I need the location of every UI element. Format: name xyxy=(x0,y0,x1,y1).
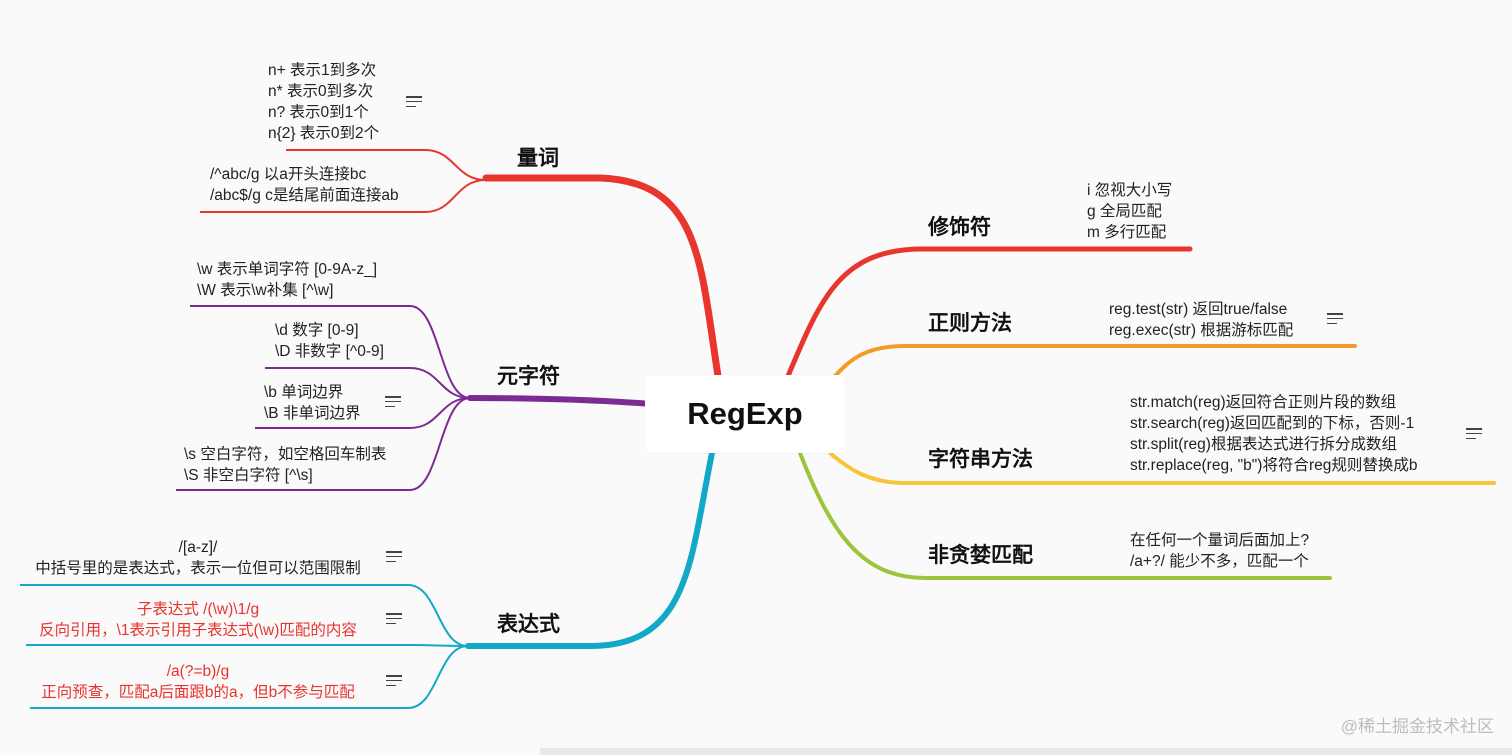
branch-zhengze[interactable]: 正则方法 xyxy=(928,312,1012,335)
connector-biaodashi-1 xyxy=(20,584,469,647)
leaf-line: n* 表示0到多次 xyxy=(268,83,374,100)
leaf-biaodashi-2[interactable]: 子表达式 /(\w)\1/g 反向引用，\1表示引用子表达式(\w)匹配的内容 xyxy=(20,599,376,641)
leaf-line: \S 非空白字符 [^\s] xyxy=(184,467,313,484)
connector-biaodashi-main xyxy=(465,450,715,649)
branch-xiushifu[interactable]: 修饰符 xyxy=(928,216,991,239)
leaf-line: \B 非单词边界 xyxy=(264,405,361,422)
leaf-line: 反向引用，\1表示引用子表达式(\w)匹配的内容 xyxy=(39,622,357,639)
branch-biaodashi[interactable]: 表达式 xyxy=(497,613,560,636)
leaf-line: str.search(reg)返回匹配到的下标，否则-1 xyxy=(1130,415,1415,432)
leaf-yuanzifu-3[interactable]: \b 单词边界 \B 非单词边界 xyxy=(264,382,360,424)
notes-icon[interactable] xyxy=(385,396,401,408)
connector-yuanzifu-2 xyxy=(265,367,471,399)
connector-feitanlan xyxy=(798,451,1332,580)
root-label: RegExp xyxy=(687,396,803,431)
leaf-line: /^abc/g 以a开头连接bc xyxy=(210,166,367,183)
leaf-biaodashi-3[interactable]: /a(?=b)/g 正向预查，匹配a后面跟b的a，但b不参与匹配 xyxy=(20,661,376,703)
connector-zhengze xyxy=(833,344,1357,378)
leaf-line: \D 非数字 [^0-9] xyxy=(275,343,384,360)
connector-yuanzifu-4 xyxy=(176,397,471,491)
leaf-line: /abc$/g c是结尾前面连接ab xyxy=(210,187,399,204)
leaf-line: str.replace(reg, "b")将符合reg规则替换成b xyxy=(1130,457,1418,474)
leaf-feitanlan-1[interactable]: 在任何一个量词后面加上? /a+?/ 能少不多，匹配一个 xyxy=(1130,530,1309,572)
notes-icon[interactable] xyxy=(1466,428,1482,440)
leaf-line: \d 数字 [0-9] xyxy=(275,322,359,339)
connector-xiushifu xyxy=(785,246,1193,379)
leaf-line: n? 表示0到1个 xyxy=(268,104,369,121)
leaf-yuanzifu-4[interactable]: \s 空白字符，如空格回车制表 \S 非空白字符 [^\s] xyxy=(184,444,386,486)
leaf-line: reg.test(str) 返回true/false xyxy=(1109,301,1288,318)
leaf-liangci-2[interactable]: /^abc/g 以a开头连接bc /abc$/g c是结尾前面连接ab xyxy=(210,164,399,206)
bottom-scrollbar[interactable] xyxy=(540,748,1512,755)
leaf-line: m 多行匹配 xyxy=(1087,224,1167,241)
leaf-line: /[a-z]/ xyxy=(178,539,218,556)
connector-biaodashi-2 xyxy=(26,644,469,647)
leaf-yuanzifu-1[interactable]: \w 表示单词字符 [0-9A-z_] \W 表示\w补集 [^\w] xyxy=(197,259,377,301)
connector-biaodashi-3 xyxy=(30,645,469,709)
leaf-line: 在任何一个量词后面加上? xyxy=(1130,532,1310,549)
leaf-line: n+ 表示1到多次 xyxy=(268,62,377,79)
connector-liangci-main xyxy=(482,174,722,380)
connector-yuanzifu-3 xyxy=(255,397,471,429)
notes-icon[interactable] xyxy=(386,675,402,687)
leaf-line: str.match(reg)返回符合正则片段的数组 xyxy=(1130,394,1397,411)
branch-liangci[interactable]: 量词 xyxy=(517,147,559,170)
branch-yuanzifu[interactable]: 元字符 xyxy=(497,365,560,388)
branch-feitanlan[interactable]: 非贪婪匹配 xyxy=(928,544,1033,567)
notes-icon[interactable] xyxy=(1327,313,1343,325)
leaf-line: \W 表示\w补集 [^\w] xyxy=(197,282,334,299)
leaf-line: i 忽视大小写 xyxy=(1087,182,1173,199)
leaf-yuanzifu-2[interactable]: \d 数字 [0-9] \D 非数字 [^0-9] xyxy=(275,320,384,362)
connector-liangci-2 xyxy=(200,179,487,213)
branch-zifuchuan[interactable]: 字符串方法 xyxy=(928,448,1033,471)
notes-icon[interactable] xyxy=(386,613,402,625)
notes-icon[interactable] xyxy=(386,551,402,563)
leaf-line: str.split(reg)根据表达式进行拆分成数组 xyxy=(1130,436,1397,453)
connector-yuanzifu-main xyxy=(467,395,655,407)
leaf-line: \w 表示单词字符 [0-9A-z_] xyxy=(197,261,377,278)
leaf-line: \b 单词边界 xyxy=(264,384,344,401)
leaf-line: g 全局匹配 xyxy=(1087,203,1162,220)
leaf-line: n{2} 表示0到2个 xyxy=(268,125,380,142)
leaf-line: \s 空白字符，如空格回车制表 xyxy=(184,446,387,463)
leaf-line: /a+?/ 能少不多，匹配一个 xyxy=(1130,553,1309,570)
connector-yuanzifu-1 xyxy=(190,305,471,399)
leaf-line: 子表达式 /(\w)\1/g xyxy=(136,601,260,618)
connector-zifuchuan xyxy=(828,451,1496,485)
leaf-line: /a(?=b)/g xyxy=(166,663,230,680)
leaf-zhengze-1[interactable]: reg.test(str) 返回true/false reg.exec(str)… xyxy=(1109,299,1293,341)
leaf-line: 中括号里的是表达式，表示一位但可以范围限制 xyxy=(35,560,361,577)
watermark: @稀土掘金技术社区 xyxy=(1340,717,1494,736)
notes-icon[interactable] xyxy=(406,96,422,108)
leaf-biaodashi-1[interactable]: /[a-z]/ 中括号里的是表达式，表示一位但可以范围限制 xyxy=(20,537,376,579)
connector-liangci-1 xyxy=(286,149,487,181)
root-node[interactable]: RegExp xyxy=(645,375,845,453)
leaf-line: reg.exec(str) 根据游标匹配 xyxy=(1109,322,1294,339)
leaf-zifuchuan-1[interactable]: str.match(reg)返回符合正则片段的数组 str.search(reg… xyxy=(1130,392,1418,476)
leaf-line: 正向预查，匹配a后面跟b的a，但b不参与匹配 xyxy=(41,684,355,701)
leaf-liangci-1[interactable]: n+ 表示1到多次 n* 表示0到多次 n? 表示0到1个 n{2} 表示0到2… xyxy=(268,60,379,144)
leaf-xiushifu-1[interactable]: i 忽视大小写 g 全局匹配 m 多行匹配 xyxy=(1087,180,1172,243)
